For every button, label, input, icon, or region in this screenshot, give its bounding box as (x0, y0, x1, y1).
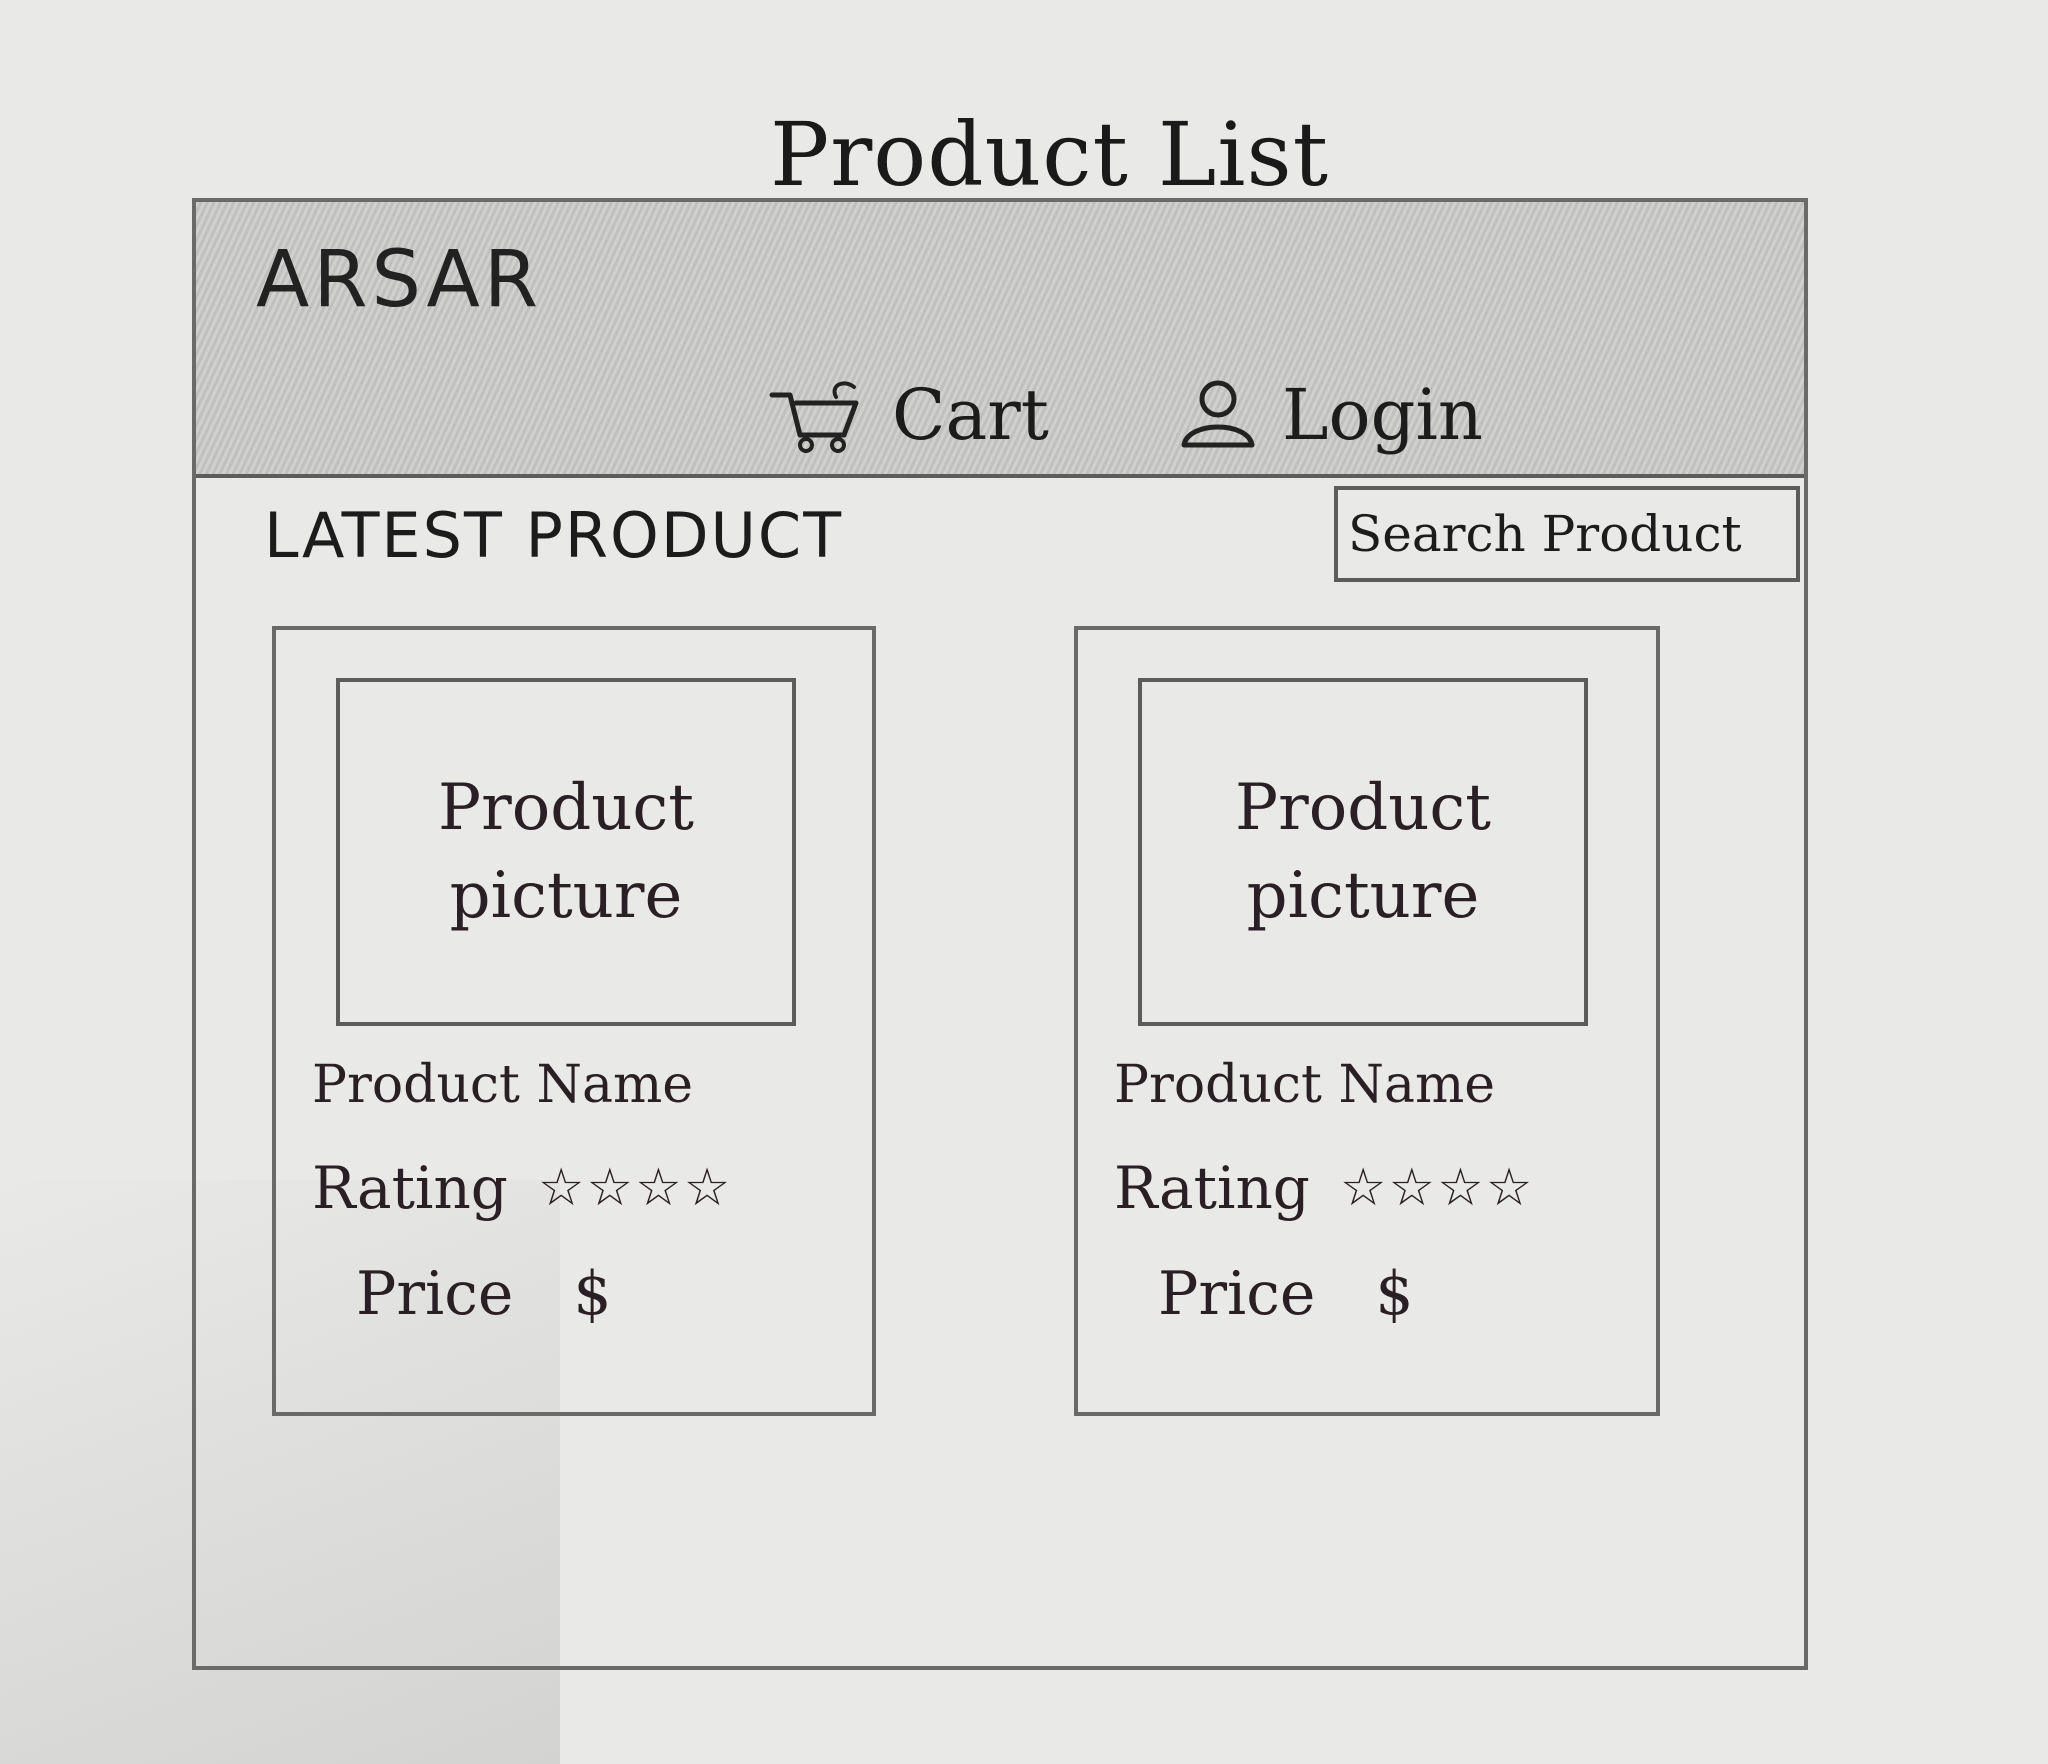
rating-label: Rating (312, 1154, 508, 1222)
star-icon: ☆ (1437, 1158, 1484, 1218)
product-price: Price $ (1158, 1246, 1646, 1342)
product-card[interactable]: Product picture Product Name Rating ☆ ☆ … (272, 626, 876, 1416)
search-input[interactable] (1334, 486, 1800, 582)
product-rating: Rating ☆ ☆ ☆ ☆ (312, 1148, 862, 1228)
star-icon: ☆ (635, 1158, 682, 1218)
user-icon (1181, 380, 1255, 448)
login-link[interactable]: Login (1176, 370, 1483, 460)
rating-stars: ☆ ☆ ☆ ☆ (538, 1158, 731, 1218)
product-picture-label: Product picture (438, 771, 694, 933)
page-title: Product List (770, 103, 1329, 206)
section-title: LATEST PRODUCT (264, 499, 844, 572)
price-value: $ (573, 1259, 612, 1329)
star-icon: ☆ (1388, 1158, 1436, 1218)
product-name[interactable]: Product Name (312, 1055, 694, 1115)
product-picture[interactable]: Product picture (1138, 678, 1588, 1026)
rating-stars: ☆ ☆ ☆ ☆ (1340, 1158, 1533, 1218)
star-icon: ☆ (586, 1158, 634, 1218)
site-header: ARSAR Cart Login (196, 202, 1804, 478)
product-rating: Rating ☆ ☆ ☆ ☆ (1114, 1148, 1646, 1228)
product-name[interactable]: Product Name (1114, 1055, 1496, 1115)
price-label: Price (356, 1259, 514, 1329)
cart-label: Cart (892, 374, 1049, 456)
product-price: Price $ (356, 1246, 862, 1342)
rating-label: Rating (1114, 1154, 1310, 1222)
browser-frame: ARSAR Cart Login LATEST PRODUCT Product … (192, 198, 1808, 1670)
star-icon: ☆ (537, 1158, 585, 1218)
product-card[interactable]: Product picture Product Name Rating ☆ ☆ … (1074, 626, 1660, 1416)
cart-icon (769, 381, 859, 453)
brand-logo[interactable]: ARSAR (256, 235, 543, 325)
product-picture[interactable]: Product picture (336, 678, 796, 1026)
star-icon: ☆ (1339, 1158, 1387, 1218)
star-icon: ☆ (1485, 1158, 1533, 1218)
cart-link[interactable]: Cart (766, 370, 1049, 460)
price-value: $ (1375, 1259, 1414, 1329)
login-label: Login (1282, 374, 1483, 456)
star-icon: ☆ (683, 1158, 731, 1218)
price-label: Price (1158, 1259, 1316, 1329)
product-picture-label: Product picture (1235, 771, 1491, 933)
